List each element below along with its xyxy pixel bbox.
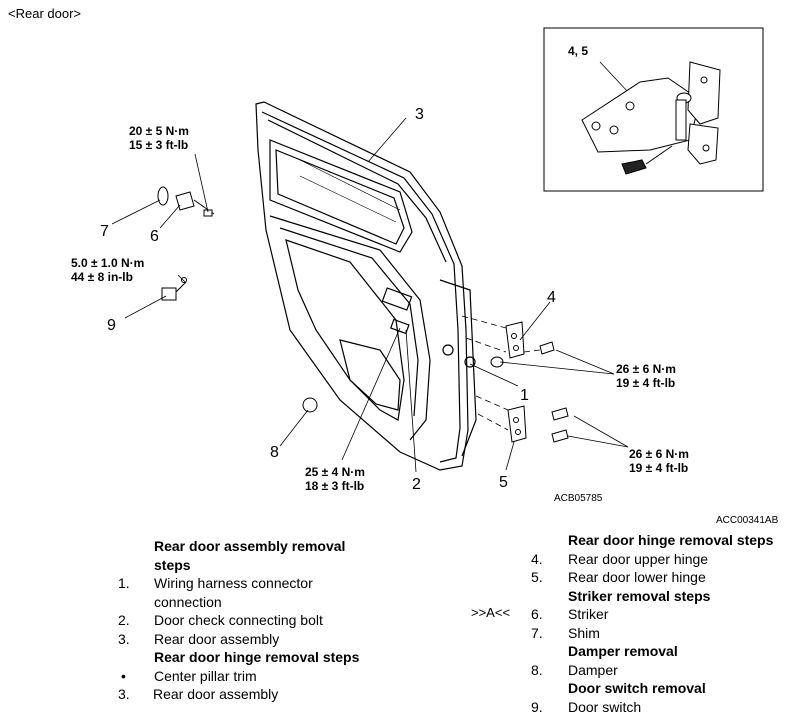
proc-step: Rear door upper hinge <box>568 550 709 567</box>
procedure-left: Rear door assembly removal steps 1. Wirin… <box>118 537 359 704</box>
proc-num <box>118 556 154 575</box>
proc-num: 1. <box>118 575 130 591</box>
proc-heading: Rear door hinge removal steps <box>154 649 360 665</box>
proc-step: Shim <box>568 624 600 641</box>
proc-step: Damper <box>568 661 618 678</box>
torque-1-nm: 20 ± 5 N·m <box>129 124 189 138</box>
proc-num: 2. <box>118 612 130 628</box>
callout-7: 7 <box>100 223 109 240</box>
proc-heading: Door switch removal <box>568 680 706 696</box>
upper-hinge-icon <box>490 321 555 368</box>
proc-num: 7. <box>531 624 543 641</box>
proc-heading: steps <box>154 556 191 573</box>
page-header: <Rear door> <box>8 6 81 21</box>
torque-4-ft: 19 ± 4 ft-lb <box>629 461 688 475</box>
callout-2: 2 <box>412 476 421 493</box>
figure-code-outer-label: ACC00341AB <box>716 515 779 526</box>
proc-num <box>531 642 568 661</box>
proc-num <box>531 531 568 550</box>
callout-3: 3 <box>415 106 424 123</box>
proc-heading: Damper removal <box>568 643 678 659</box>
torque-3-nm: 26 ± 6 N·m <box>616 362 676 376</box>
torque-5-ft: 18 ± 3 ft-lb <box>305 479 364 493</box>
callout-5: 5 <box>499 474 508 491</box>
proc-step: connection <box>154 593 222 610</box>
callout-1: 1 <box>520 387 529 404</box>
proc-num: 8. <box>531 661 543 678</box>
reference-mark: >>A<< <box>471 605 511 620</box>
proc-num <box>118 593 154 612</box>
proc-num: 4. <box>531 550 543 567</box>
torque-5-nm: 25 ± 4 N·m <box>305 465 365 479</box>
proc-num <box>531 679 568 698</box>
rear-door-assembly <box>255 101 477 471</box>
proc-num: 5. <box>531 569 543 585</box>
proc-num: 6. <box>531 606 543 622</box>
proc-num <box>531 587 568 606</box>
damper-icon <box>302 397 318 413</box>
proc-step: Rear door assembly <box>154 630 280 647</box>
proc-step: Rear door lower hinge <box>568 569 706 585</box>
door-switch-icon <box>161 277 187 301</box>
shim-icon <box>157 186 169 206</box>
proc-step: Center pillar trim <box>154 667 257 684</box>
proc-bullet: • <box>121 667 126 684</box>
callout-9: 9 <box>107 317 116 334</box>
figure-code-inner: ACB05785 <box>554 493 603 504</box>
inset-callout: 4, 5 <box>568 44 588 58</box>
lower-hinge-icon <box>507 405 569 443</box>
hinge-detail-icon <box>581 61 721 175</box>
torque-4-nm: 26 ± 6 N·m <box>629 447 689 461</box>
procedure-right: Rear door hinge removal steps 4. Rear doo… <box>531 531 773 716</box>
proc-step: Door switch <box>568 698 642 715</box>
proc-heading: Striker removal steps <box>568 587 711 604</box>
proc-step: Wiring harness connector <box>154 575 313 591</box>
proc-num <box>118 648 154 667</box>
striker-icon <box>175 191 215 217</box>
hinge-inset-box <box>543 27 764 192</box>
proc-num <box>118 537 154 556</box>
torque-1-ft: 15 ± 3 ft-lb <box>129 138 188 152</box>
proc-heading: Rear door assembly removal <box>154 538 346 554</box>
proc-step: Striker <box>568 606 609 622</box>
callout-4: 4 <box>547 289 556 306</box>
proc-num: 3. <box>118 686 130 702</box>
callout-6: 6 <box>150 228 159 245</box>
proc-step: Rear door assembly <box>153 686 279 702</box>
proc-heading: Rear door hinge removal steps <box>568 532 774 548</box>
torque-2-nm: 5.0 ± 1.0 N·m <box>71 256 144 270</box>
callout-8: 8 <box>270 444 279 461</box>
torque-3-ft: 19 ± 4 ft-lb <box>616 376 675 390</box>
proc-step: Door check connecting bolt <box>154 612 323 628</box>
proc-num: 9. <box>531 698 543 715</box>
proc-num: 3. <box>118 630 130 647</box>
exploded-diagram: 4, 5 <box>71 27 764 504</box>
torque-2-ft: 44 ± 8 in-lb <box>71 270 133 284</box>
